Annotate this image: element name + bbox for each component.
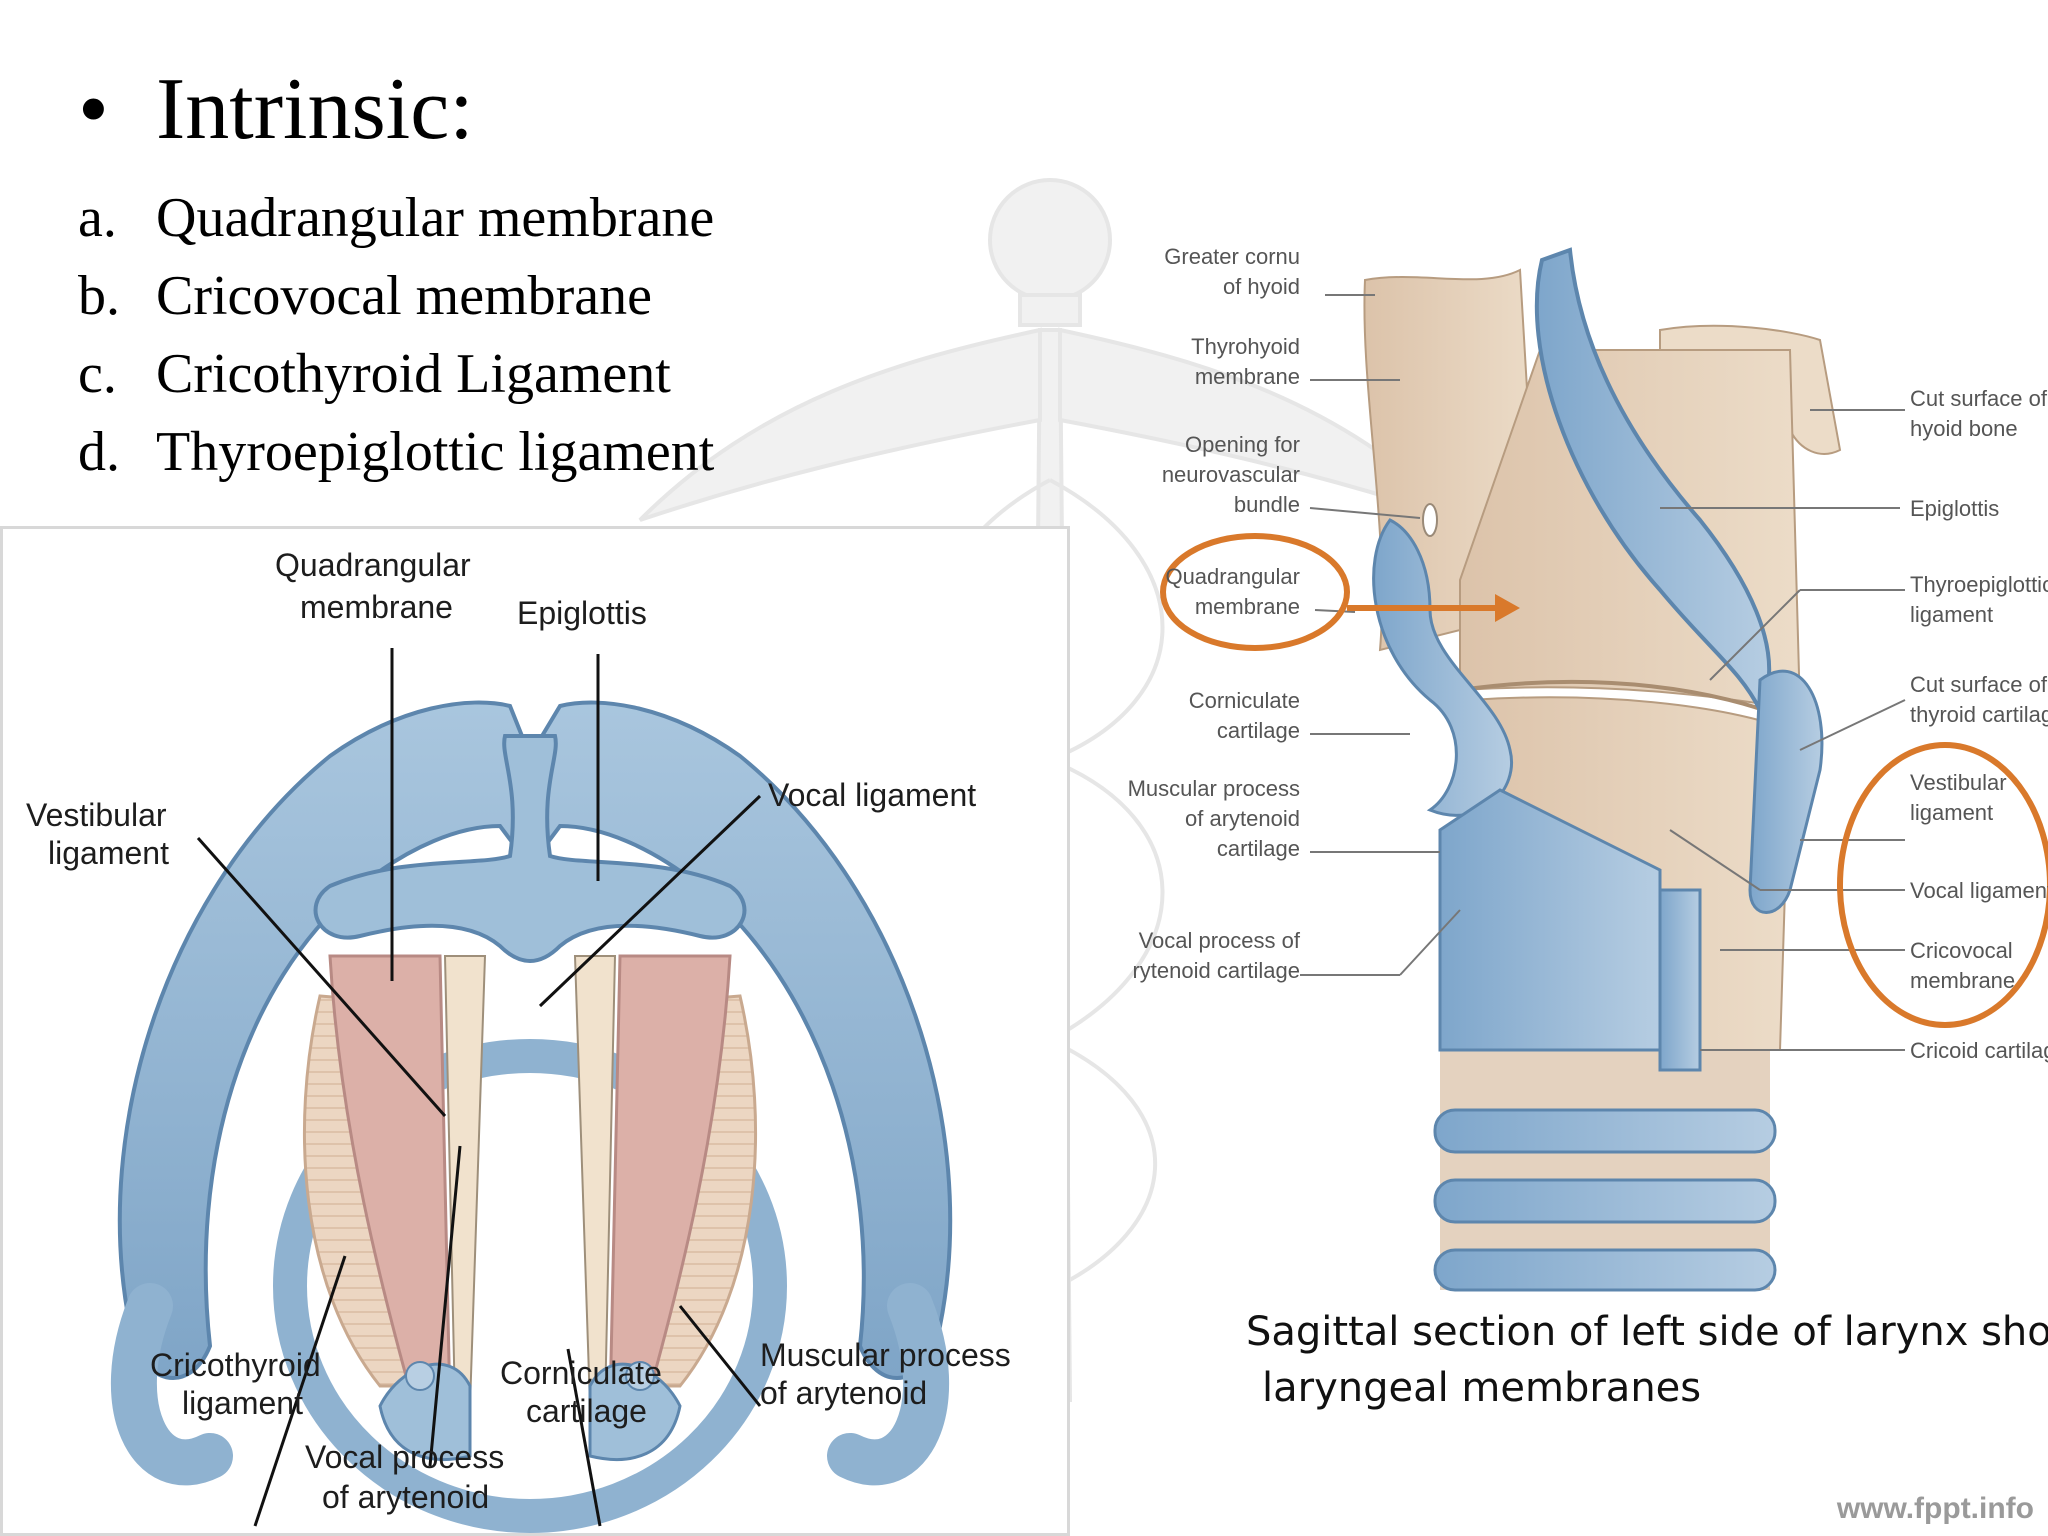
larynx-sagittal-section-figure: Greater cornu of hyoid Thyrohyoid membra… xyxy=(1128,244,2048,1292)
list-item: b. Cricovocal membrane xyxy=(78,264,714,342)
footer-link[interactable]: www.fppt.info xyxy=(1836,1492,2034,1525)
label-vestibular-r-2: ligament xyxy=(1910,800,1993,825)
membrane-list: a. Quadrangular membrane b. Cricovocal mem… xyxy=(78,186,714,498)
label-cricoid-r: Cricoid cartilage xyxy=(1910,1038,2048,1063)
list-text: Cricovocal membrane xyxy=(156,265,653,327)
epiglottis xyxy=(313,734,747,963)
label-quadrangular-1: Quadrangular xyxy=(275,547,471,583)
caption-line-1: Sagittal section of left side of larynx … xyxy=(1246,1309,2048,1355)
label-muscular-2: of arytenoid xyxy=(760,1375,927,1411)
label-vestibular-1: Vestibular xyxy=(26,797,167,833)
label-cricovocal-2: membrane xyxy=(1910,968,2015,993)
label-corniculate-r-1: Corniculate xyxy=(1189,688,1300,713)
list-marker: d. xyxy=(78,421,120,483)
label-opening-1: Opening for xyxy=(1185,432,1300,457)
label-cricothyroid-1: Cricothyroid xyxy=(150,1347,321,1383)
list-item: c. Cricothyroid Ligament xyxy=(78,342,714,420)
label-thyrohyoid-2: membrane xyxy=(1195,364,1300,389)
larynx-superior-view-figure: Quadrangular membrane Epiglottis Vocal l… xyxy=(0,526,1070,1536)
label-epiglottis: Epiglottis xyxy=(517,595,647,631)
label-vestibular-2: ligament xyxy=(48,835,169,871)
label-thyroepiglottic-1: Thyroepiglottic xyxy=(1910,572,2048,597)
label-thyrohyoid-1: Thyrohyoid xyxy=(1191,334,1300,359)
label-opening-3: bundle xyxy=(1234,492,1300,517)
thyroid-cartilage xyxy=(117,700,953,1380)
label-cut-hyoid-1: Cut surface of xyxy=(1910,386,2048,411)
label-muscular-1: Muscular process xyxy=(760,1337,1011,1373)
label-corniculate-1: Corniculate xyxy=(500,1355,662,1391)
label-vocal-process-r-2: rytenoid cartilage xyxy=(1132,958,1300,983)
slide-title: •Intrinsic: xyxy=(78,66,474,154)
orange-arrow-icon xyxy=(1495,594,1520,622)
figure-caption: Sagittal section of left side of larynx … xyxy=(1246,1304,2048,1416)
label-vocal-ligament: Vocal ligament xyxy=(768,777,976,813)
list-marker: b. xyxy=(78,265,120,327)
label-quadrangular-r-1: Quadrangular xyxy=(1165,564,1300,589)
quadrangular-highlight-ellipse xyxy=(1160,533,1350,651)
label-opening-2: neurovascular xyxy=(1162,462,1300,487)
list-text: Thyroepiglottic ligament xyxy=(156,421,715,483)
label-cut-thyroid-2: thyroid cartilage xyxy=(1910,702,2048,727)
label-quadrangular-r-2: membrane xyxy=(1195,594,1300,619)
label-thyroepiglottic-2: ligament xyxy=(1910,602,1993,627)
cricoid-cartilage xyxy=(273,1039,787,1533)
label-vocal-ligament-r: Vocal ligament xyxy=(1910,878,2048,903)
label-greater-cornu-1: Greater cornu xyxy=(1164,244,1300,269)
label-cut-hyoid-2: hyoid bone xyxy=(1910,416,2018,441)
list-item: a. Quadrangular membrane xyxy=(78,186,714,264)
label-vocal-process-r-1: Vocal process of xyxy=(1139,928,1301,953)
label-corniculate-r-2: cartilage xyxy=(1217,718,1300,743)
list-text: Quadrangular membrane xyxy=(156,187,715,249)
list-item: d. Thyroepiglottic ligament xyxy=(78,420,714,498)
list-marker: a. xyxy=(78,187,117,249)
ligament-highlight-ellipse xyxy=(1837,742,2048,1028)
label-muscular-r-1: Muscular process xyxy=(1128,776,1300,801)
label-greater-cornu-2: of hyoid xyxy=(1223,274,1300,299)
label-vocal-process-1: Vocal process xyxy=(305,1439,504,1475)
label-vocal-process-2: of arytenoid xyxy=(322,1479,489,1515)
label-muscular-r-3: cartilage xyxy=(1217,836,1300,861)
caption-line-2: laryngeal membranes xyxy=(1262,1365,1702,1411)
label-cricothyroid-2: ligament xyxy=(182,1385,303,1421)
thyroid-cut-surface xyxy=(1748,669,1824,914)
label-epiglottis-r: Epiglottis xyxy=(1910,496,1999,521)
list-text: Cricothyroid Ligament xyxy=(156,343,671,405)
label-quadrangular-2: membrane xyxy=(300,589,453,625)
title-bullet: • xyxy=(78,61,109,158)
label-vestibular-r-1: Vestibular xyxy=(1910,770,2007,795)
label-cricovocal-1: Cricovocal xyxy=(1910,938,2013,963)
list-marker: c. xyxy=(78,343,117,405)
label-corniculate-2: cartilage xyxy=(526,1393,647,1429)
label-muscular-r-2: of arytenoid xyxy=(1185,806,1300,831)
title-text: Intrinsic: xyxy=(156,61,474,158)
label-cut-thyroid-1: Cut surface of xyxy=(1910,672,2048,697)
